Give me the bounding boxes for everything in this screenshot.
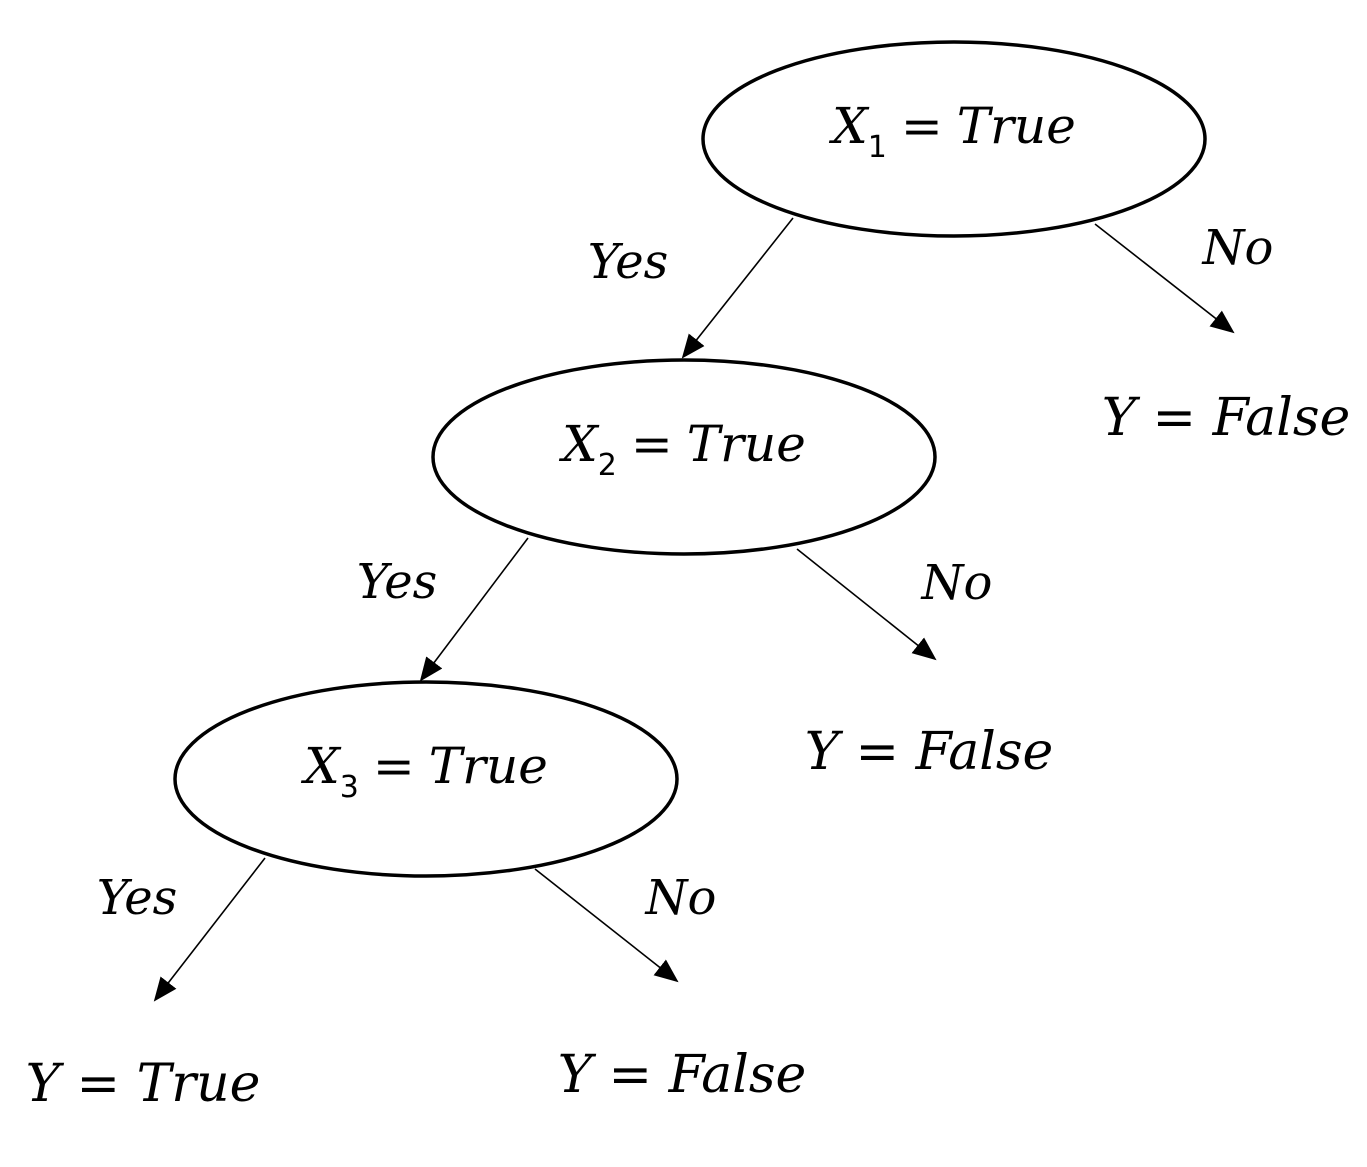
leaf-node-3-no: Y = False: [558, 1045, 807, 1105]
node-3-label: X3 =True: [300, 737, 548, 805]
node-1-ellipse: [701, 40, 1207, 238]
edge-node-2-yes: [419, 537, 529, 682]
edge-label-node-3-yes: Yes: [97, 870, 178, 926]
leaf-node-1-no: Y = False: [1102, 388, 1351, 448]
decision-node-1: X1 =True: [701, 40, 1207, 238]
node-2-value: True: [687, 415, 806, 473]
edge-label-node-3-no: No: [645, 870, 717, 926]
leaf-node-3-yes: Y = True: [26, 1054, 261, 1114]
node-2-ellipse: [431, 358, 937, 556]
node-3-value: True: [429, 737, 548, 795]
edge-node-2-no: [796, 548, 937, 661]
node-1-operator: =: [901, 97, 943, 155]
node-1-value: True: [957, 97, 1076, 155]
edge-label-node-1-yes: Yes: [588, 234, 669, 290]
node-1-label: X1 =True: [828, 97, 1076, 165]
leaf-node-2-no: Y = False: [805, 722, 1054, 782]
node-3-operator: =: [373, 737, 415, 795]
edge-node-1-yes: [681, 217, 794, 359]
node-2-variable: X: [558, 415, 600, 473]
edge-label-node-2-yes: Yes: [357, 554, 438, 610]
node-2-subscript: 2: [598, 448, 617, 483]
node-1-variable: X: [828, 97, 870, 155]
decision-node-3: X3 =True: [173, 680, 679, 878]
decision-node-2: X2 =True: [431, 358, 937, 556]
node-2-operator: =: [631, 415, 673, 473]
edge-node-3-no: [534, 868, 679, 983]
node-3-variable: X: [300, 737, 342, 795]
node-1-subscript: 1: [868, 130, 887, 165]
edge-node-1-no: [1094, 223, 1235, 334]
edge-node-3-yes: [153, 857, 266, 1002]
edge-label-node-2-no: No: [921, 555, 993, 611]
node-3-subscript: 3: [340, 770, 359, 805]
node-3-ellipse: [173, 680, 679, 878]
edge-label-node-1-no: No: [1202, 220, 1274, 276]
node-2-label: X2 =True: [558, 415, 806, 483]
